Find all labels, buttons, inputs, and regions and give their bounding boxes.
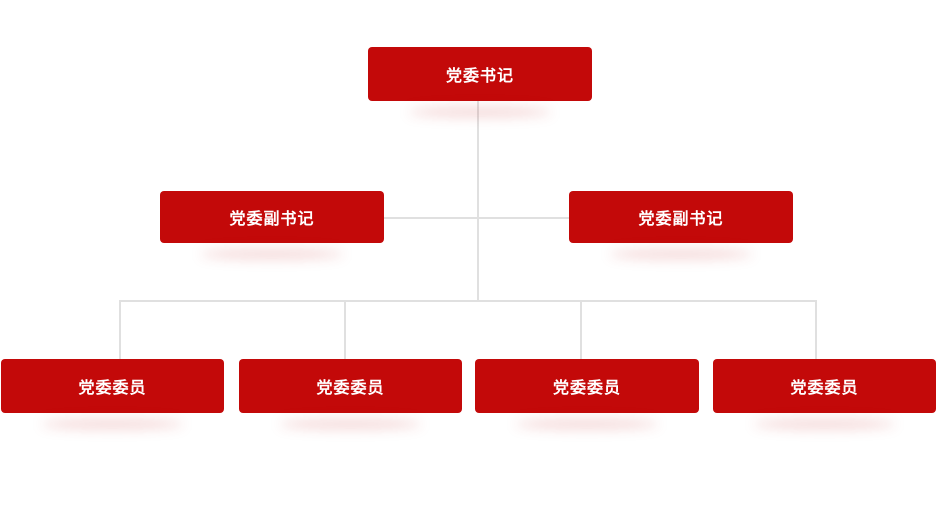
org-node-label: 党委委员 <box>78 380 147 397</box>
org-node-label: 党委委员 <box>316 380 385 397</box>
connector-root-vertical <box>477 101 479 301</box>
org-node-label: 党委委员 <box>790 380 859 397</box>
org-node-party-secretary: 党委书记 <box>368 47 592 101</box>
org-node-committee-member-1: 党委委员 <box>1 359 224 413</box>
org-node-committee-member-2: 党委委员 <box>239 359 462 413</box>
connector-drop-member-1 <box>119 300 121 359</box>
org-node-deputy-secretary-1: 党委副书记 <box>160 191 384 243</box>
connector-level3-rail <box>119 300 817 302</box>
org-node-label: 党委副书记 <box>638 211 724 228</box>
org-node-label: 党委副书记 <box>229 211 315 228</box>
org-node-label: 党委书记 <box>445 68 514 85</box>
org-node-committee-member-3: 党委委员 <box>475 359 699 413</box>
org-node-label: 党委委员 <box>552 380 621 397</box>
connector-drop-member-4 <box>815 300 817 359</box>
org-node-deputy-secretary-2: 党委副书记 <box>569 191 793 243</box>
connector-drop-member-3 <box>580 300 582 359</box>
connector-drop-member-2 <box>344 300 346 359</box>
org-node-committee-member-4: 党委委员 <box>713 359 936 413</box>
connector-level2-horizontal <box>383 217 569 219</box>
